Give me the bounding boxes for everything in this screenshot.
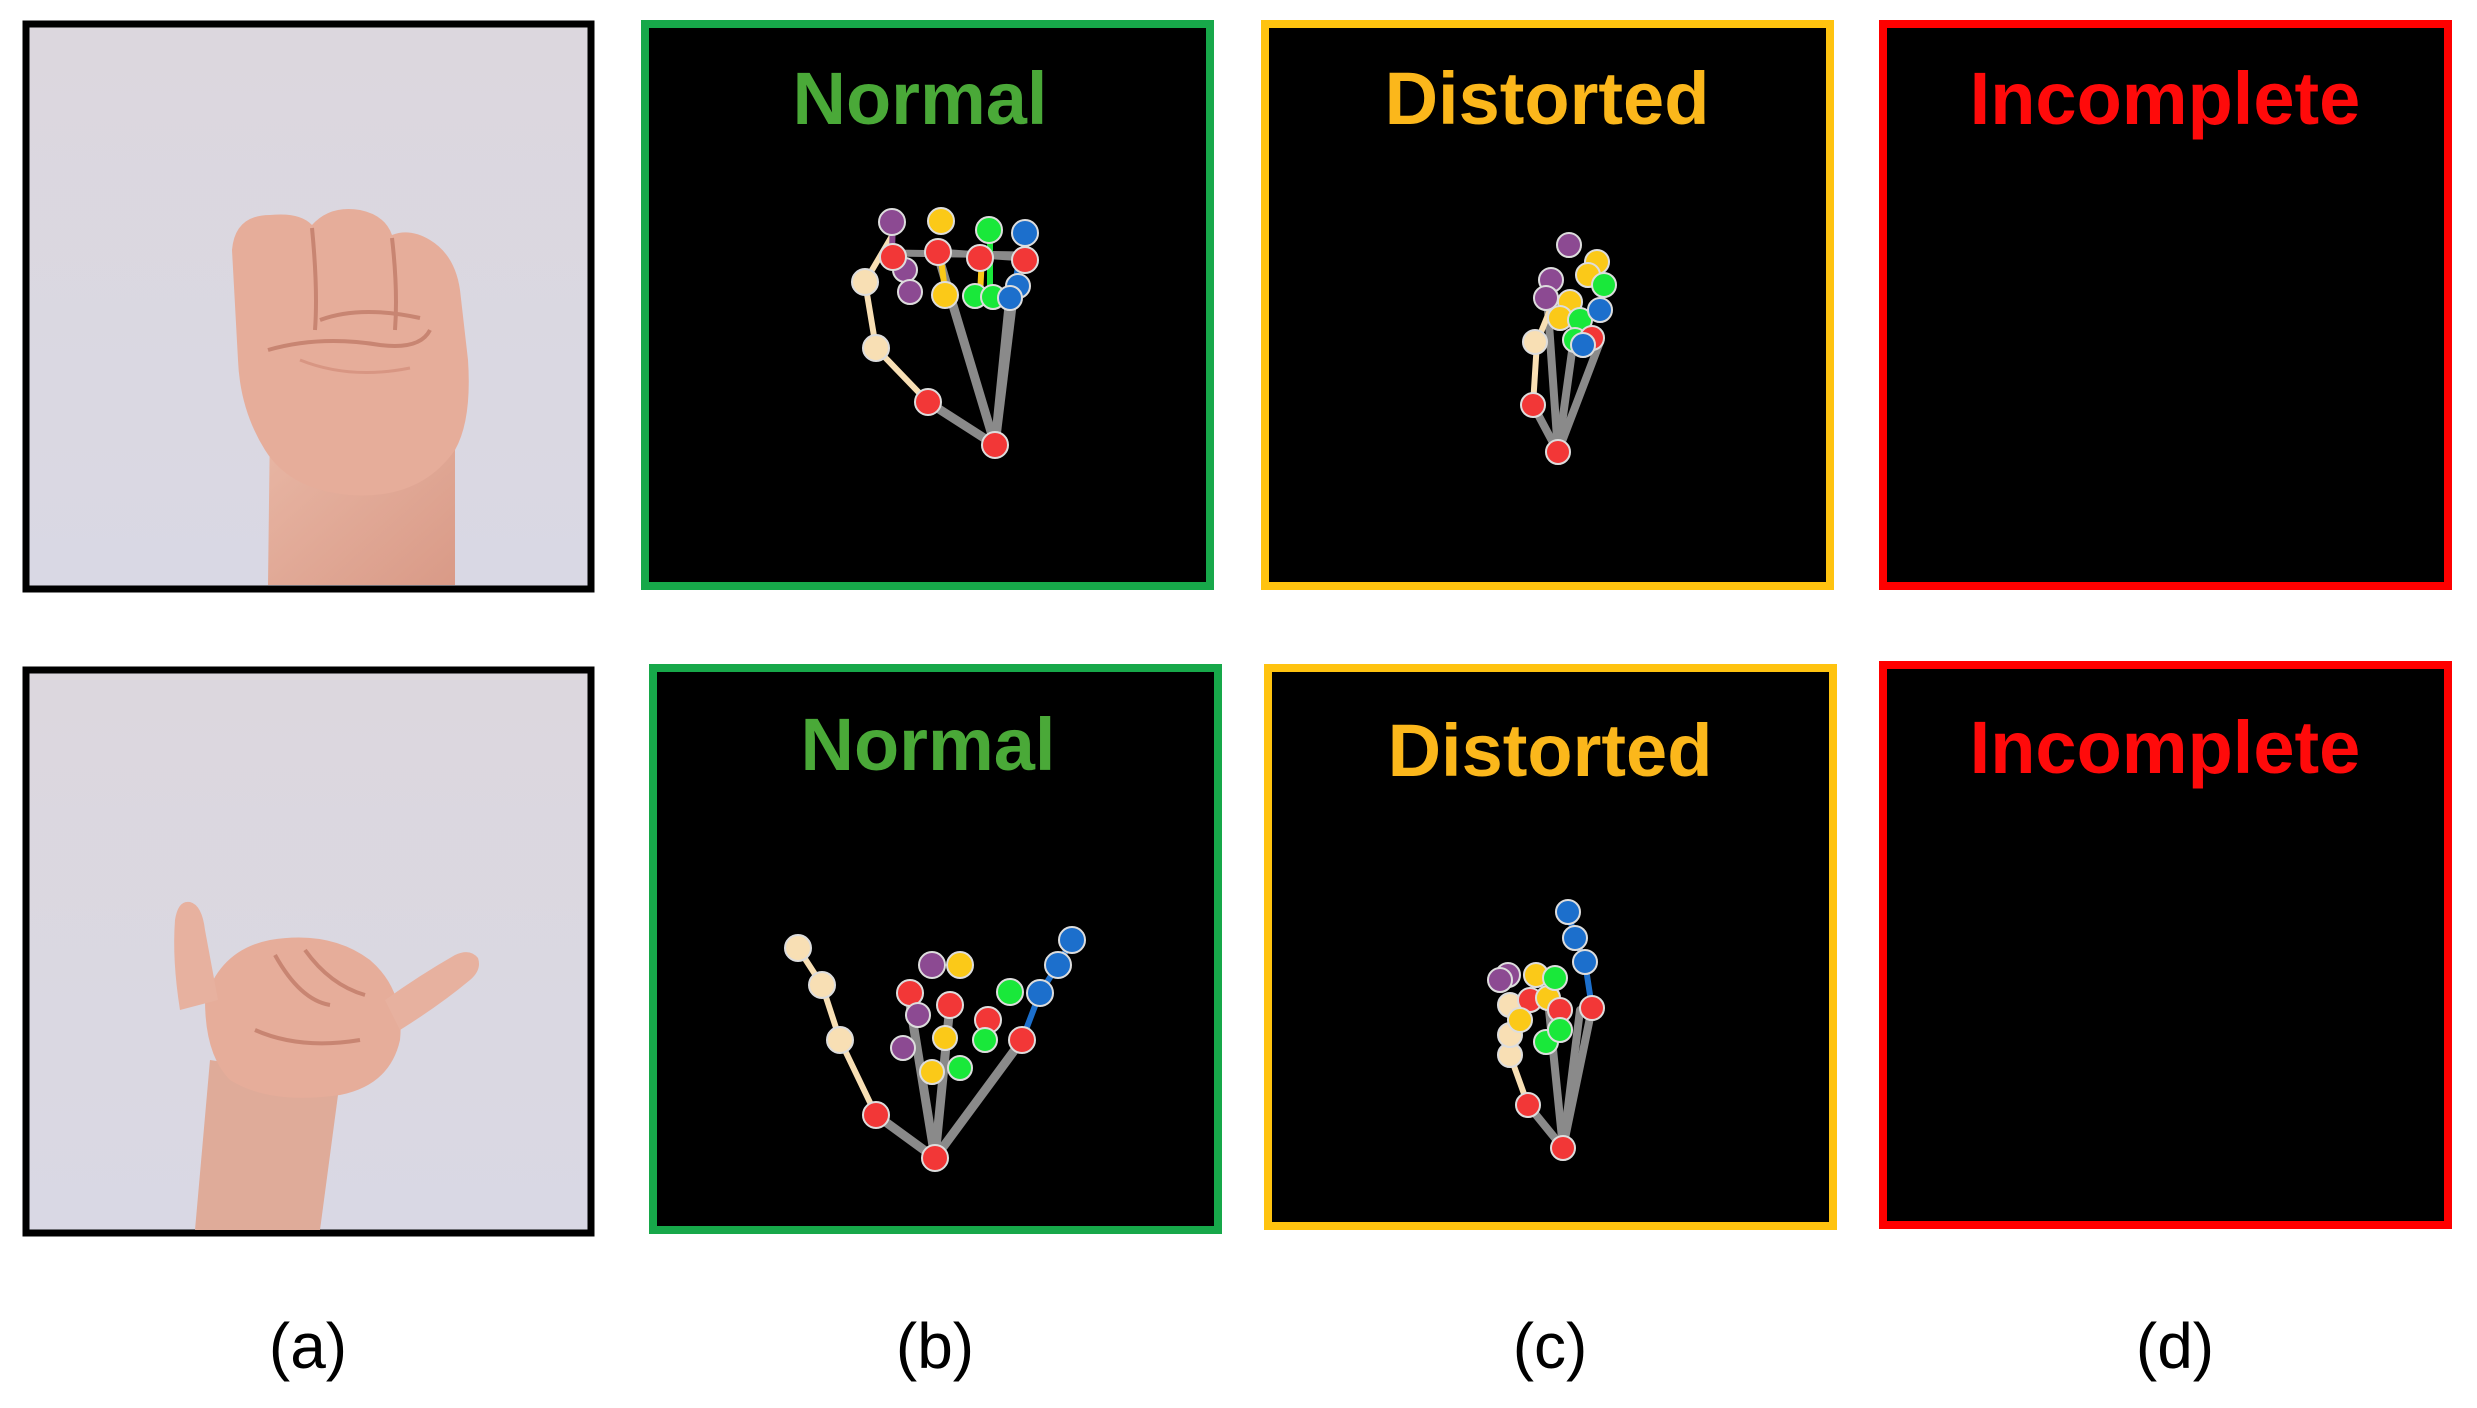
incomplete-border <box>1879 20 2452 590</box>
keypoint <box>862 334 890 362</box>
keypoint <box>1556 232 1582 258</box>
distorted-panel-row1: Distorted <box>1261 20 1834 590</box>
keypoint <box>918 951 946 979</box>
keypoint <box>914 388 942 416</box>
column-label-c: (c) <box>1513 1310 1588 1382</box>
incomplete-panel-row2: Incomplete <box>1879 661 2452 1229</box>
keypoint <box>1572 949 1598 975</box>
keypoint <box>1044 951 1072 979</box>
keypoint <box>1570 332 1596 358</box>
keypoint <box>890 1035 916 1061</box>
keypoint <box>1579 995 1605 1021</box>
column-label-a: (a) <box>269 1310 347 1382</box>
keypoint <box>1547 1017 1573 1043</box>
keypoint <box>932 1025 958 1051</box>
keypoint <box>924 238 952 266</box>
keypoint <box>1507 1007 1533 1033</box>
column-label-b: (b) <box>896 1310 974 1382</box>
incomplete-title: Incomplete <box>1970 706 2361 789</box>
keypoint <box>996 978 1024 1006</box>
distorted-title: Distorted <box>1385 57 1710 140</box>
keypoint <box>981 431 1009 459</box>
incomplete-title: Incomplete <box>1970 57 2361 140</box>
keypoint <box>1487 967 1513 993</box>
keypoint <box>966 244 994 272</box>
hand-shaka-photo-icon <box>174 901 479 1230</box>
photo-panel-shaka <box>22 666 595 1237</box>
incomplete-border <box>1879 661 2452 1229</box>
keypoint <box>1587 297 1613 323</box>
keypoint <box>975 216 1003 244</box>
keypoint <box>1550 1135 1576 1161</box>
keypoint <box>1515 1092 1541 1118</box>
keypoint <box>931 281 959 309</box>
keypoint <box>1591 272 1617 298</box>
keypoint <box>808 971 836 999</box>
skeleton-normal-row2 <box>784 926 1086 1172</box>
keypoint <box>826 1026 854 1054</box>
normal-title: Normal <box>801 703 1056 786</box>
keypoint <box>919 1059 945 1085</box>
keypoint <box>927 207 955 235</box>
photo-panel-fist <box>22 20 595 593</box>
keypoint <box>1008 1026 1036 1054</box>
keypoint <box>862 1101 890 1129</box>
keypoint <box>851 268 879 296</box>
column-label-d: (d) <box>2136 1310 2214 1382</box>
skeleton-normal-row1 <box>851 207 1039 459</box>
distorted-panel-row2: Distorted <box>1264 664 1837 1230</box>
normal-panel-row1: Normal <box>641 20 1214 590</box>
keypoint <box>997 285 1023 311</box>
hand-fist-photo-icon <box>232 209 469 585</box>
normal-panel-row2: Normal <box>649 664 1222 1234</box>
distorted-title: Distorted <box>1388 709 1713 792</box>
keypoint <box>1058 926 1086 954</box>
skeleton-distorted-row2 <box>1487 899 1605 1161</box>
keypoint <box>878 208 906 236</box>
keypoint <box>897 279 923 305</box>
keypoint <box>921 1144 949 1172</box>
normal-title: Normal <box>793 57 1048 140</box>
normal-border <box>641 20 1214 590</box>
incomplete-panel-row1: Incomplete <box>1879 20 2452 590</box>
keypoint <box>905 1002 931 1028</box>
keypoint <box>1520 392 1546 418</box>
keypoint <box>879 243 907 271</box>
keypoint <box>936 991 964 1019</box>
keypoint <box>947 1055 973 1081</box>
keypoint <box>972 1027 998 1053</box>
keypoint <box>946 951 974 979</box>
keypoint <box>1545 439 1571 465</box>
keypoint <box>1011 219 1039 247</box>
keypoint <box>1555 899 1581 925</box>
keypoint <box>1522 329 1548 355</box>
keypoint <box>784 934 812 962</box>
keypoint <box>1026 979 1054 1007</box>
skeleton-distorted-row1 <box>1520 232 1617 465</box>
keypoint <box>1542 965 1568 991</box>
keypoint <box>1011 246 1039 274</box>
keypoint <box>1562 925 1588 951</box>
